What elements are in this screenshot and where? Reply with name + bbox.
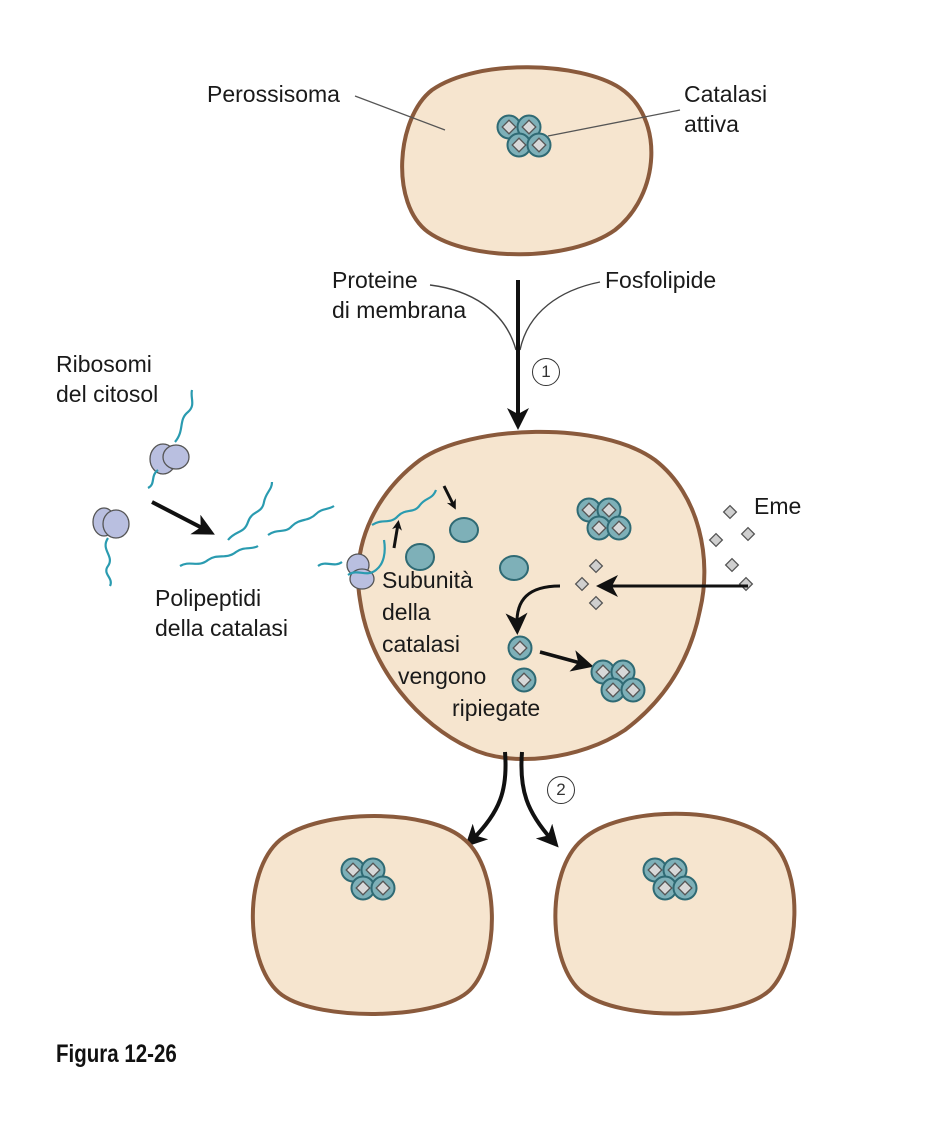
label-fosfolipide: Fosfolipide — [605, 267, 717, 293]
label-della-catalasi: della catalasi — [155, 615, 288, 641]
peroxisome-bottom-left — [250, 814, 494, 1016]
polypeptide-inside — [371, 489, 438, 526]
peroxisome-top — [400, 65, 654, 257]
ribosome-upper — [149, 443, 190, 475]
step-1-badge: 1 — [532, 358, 560, 386]
label-del-citosol: del citosol — [56, 381, 159, 407]
peroxisome-bottom-right — [553, 811, 797, 1016]
polypeptide-1 — [227, 481, 274, 541]
leader-perossisoma — [354, 95, 446, 131]
polypeptide-entering — [347, 539, 386, 576]
label-subunita: Subunità — [382, 567, 473, 593]
arrow-ribosomes-to-polypeptides — [151, 500, 215, 535]
heme-1 — [722, 504, 738, 520]
label-perossisoma: Perossisoma — [207, 81, 340, 107]
label-della: della — [382, 599, 431, 625]
label-catalasi-2: catalasi — [382, 631, 460, 657]
arrow-folding — [442, 485, 456, 510]
polypeptide-ribosome-upper — [174, 389, 194, 443]
polypeptide-ribosome-left — [104, 537, 112, 587]
heme-5 — [738, 576, 754, 592]
arrow-assembly — [539, 650, 594, 672]
label-eme: Eme — [754, 493, 802, 519]
arrow-heme-binding — [505, 584, 561, 635]
heme-3 — [740, 526, 756, 542]
arrow-step-2-right — [519, 751, 559, 848]
heme-4 — [724, 557, 740, 573]
label-attiva: attiva — [684, 111, 739, 137]
curve-fosfolipide — [519, 281, 601, 351]
heme-bound-subunit-1 — [507, 635, 533, 661]
step-2-badge: 2 — [547, 776, 575, 804]
label-proteine: Proteine — [332, 267, 418, 293]
heme-bound-subunit-2 — [511, 667, 537, 693]
label-ripiegate: ripiegate — [452, 695, 541, 721]
label-polipeptidi: Polipeptidi — [155, 585, 262, 611]
ribosome-left — [92, 507, 130, 539]
figure-caption: Figura 12-26 — [56, 1040, 177, 1068]
leader-catalasi-attiva — [547, 109, 681, 137]
label-vengono: vengono — [398, 663, 487, 689]
catalase-subunit-1 — [449, 517, 479, 543]
arrow-step-2-left — [464, 751, 508, 848]
polypeptide-3 — [179, 545, 259, 567]
polypeptide-2 — [267, 505, 335, 536]
catalase-subunit-2 — [405, 543, 435, 571]
heme-2 — [708, 532, 724, 548]
label-catalasi: Catalasi — [684, 81, 768, 107]
polypeptide-ribosome-upper-2 — [147, 469, 159, 489]
arrow-import-up — [392, 520, 402, 549]
curve-proteine — [429, 284, 517, 351]
label-ribosomi: Ribosomi — [56, 351, 152, 377]
polypeptide-4 — [317, 561, 343, 567]
label-di-membrana: di membrana — [332, 297, 467, 323]
catalase-subunit-3 — [499, 555, 529, 581]
